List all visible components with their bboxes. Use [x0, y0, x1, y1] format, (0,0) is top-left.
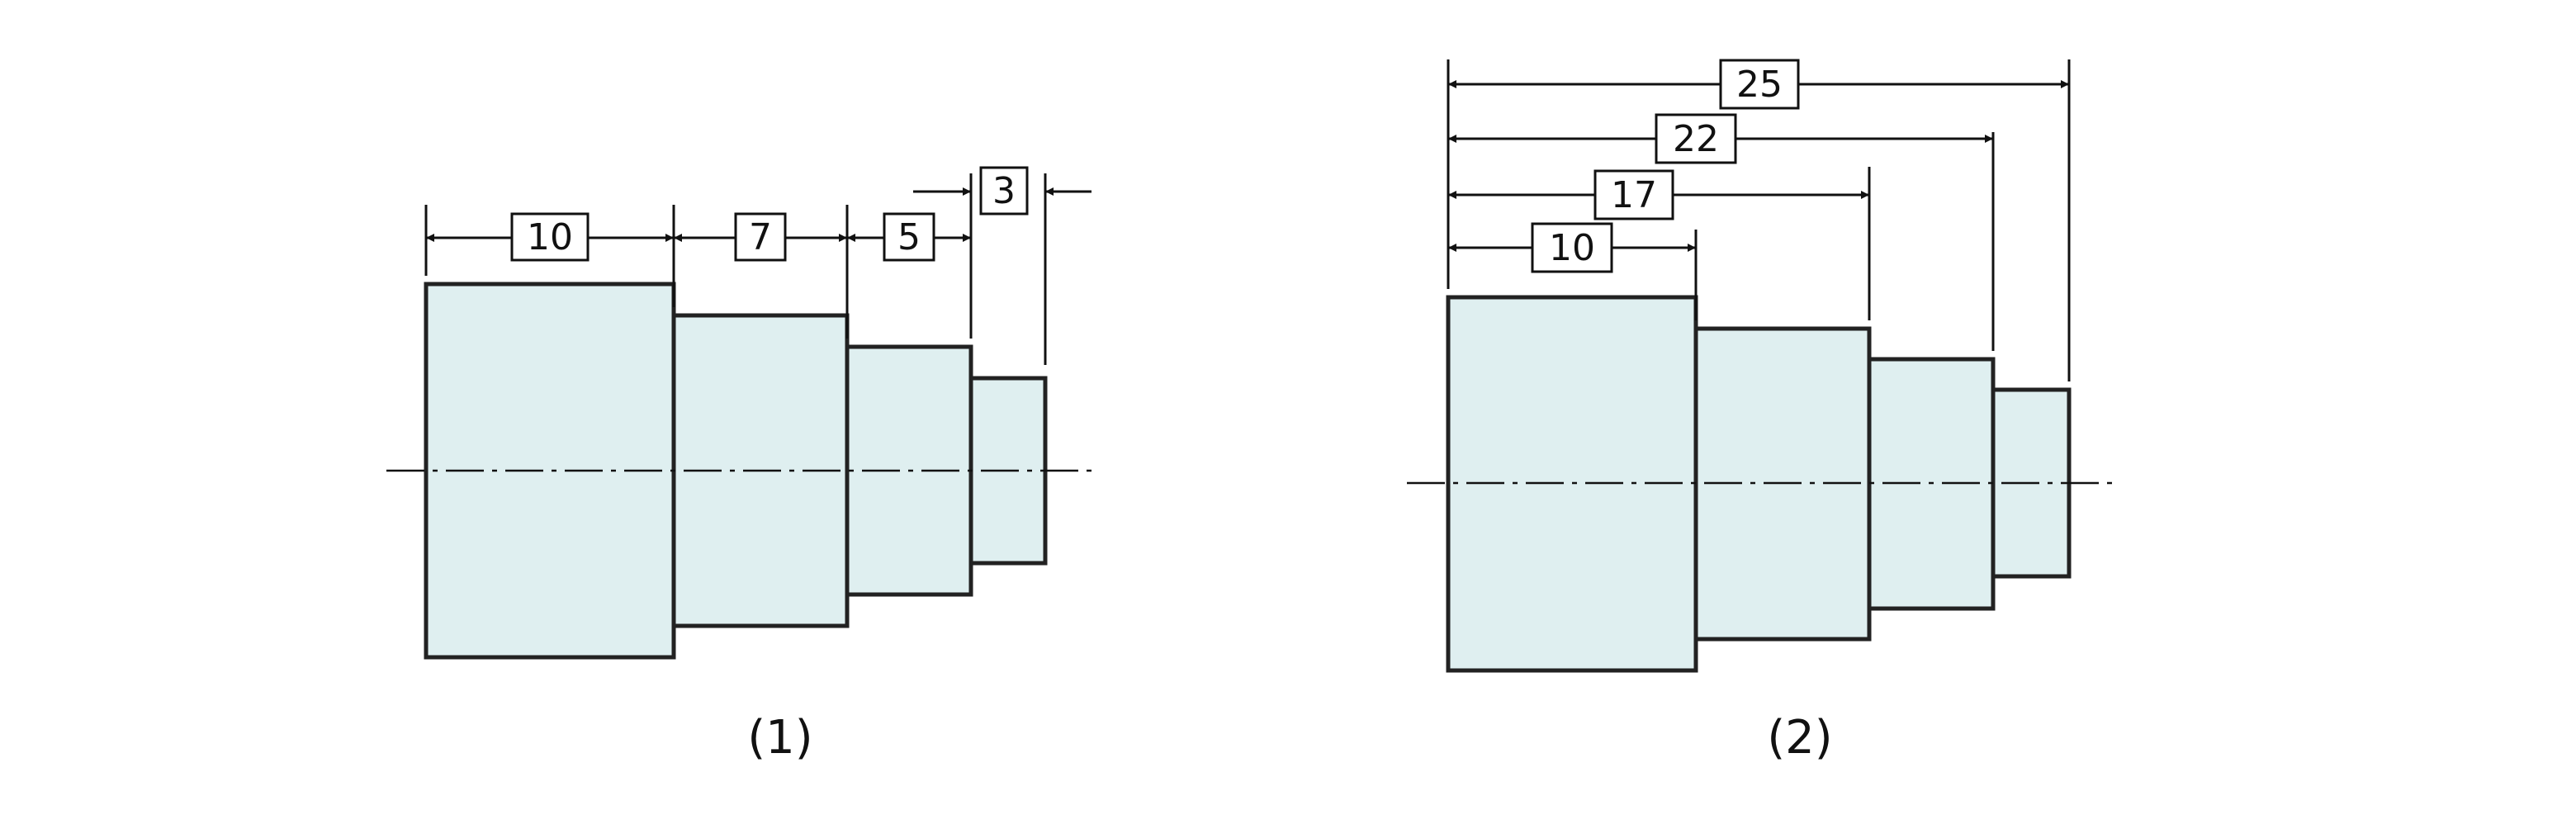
- dimension-label: 25: [1736, 64, 1783, 106]
- dimension-label: 10: [527, 216, 573, 258]
- figure-2: 25 22 17 10 (2): [1407, 59, 2117, 765]
- figure-caption: (2): [1767, 711, 1832, 765]
- figure-caption: (1): [747, 711, 812, 765]
- dimension-17: 17: [1448, 169, 1869, 220]
- dimension-label: 22: [1673, 118, 1719, 160]
- dimension-label: 5: [897, 216, 921, 258]
- dimension-25: 25: [1448, 59, 2069, 110]
- dimension-10: 10: [426, 212, 674, 262]
- dimension-label: 10: [1549, 227, 1595, 269]
- dimension-label: 17: [1611, 174, 1657, 216]
- dimension-3: 3: [913, 166, 1091, 216]
- dimension-7: 7: [674, 212, 847, 262]
- figure-1: 10 7 5 3 (1): [386, 166, 1091, 765]
- dimension-label: 3: [992, 170, 1016, 212]
- dimension-5: 5: [847, 212, 971, 262]
- dimension-label: 7: [749, 216, 772, 258]
- dimension-22: 22: [1448, 113, 1993, 164]
- dimension-10: 10: [1448, 222, 1696, 273]
